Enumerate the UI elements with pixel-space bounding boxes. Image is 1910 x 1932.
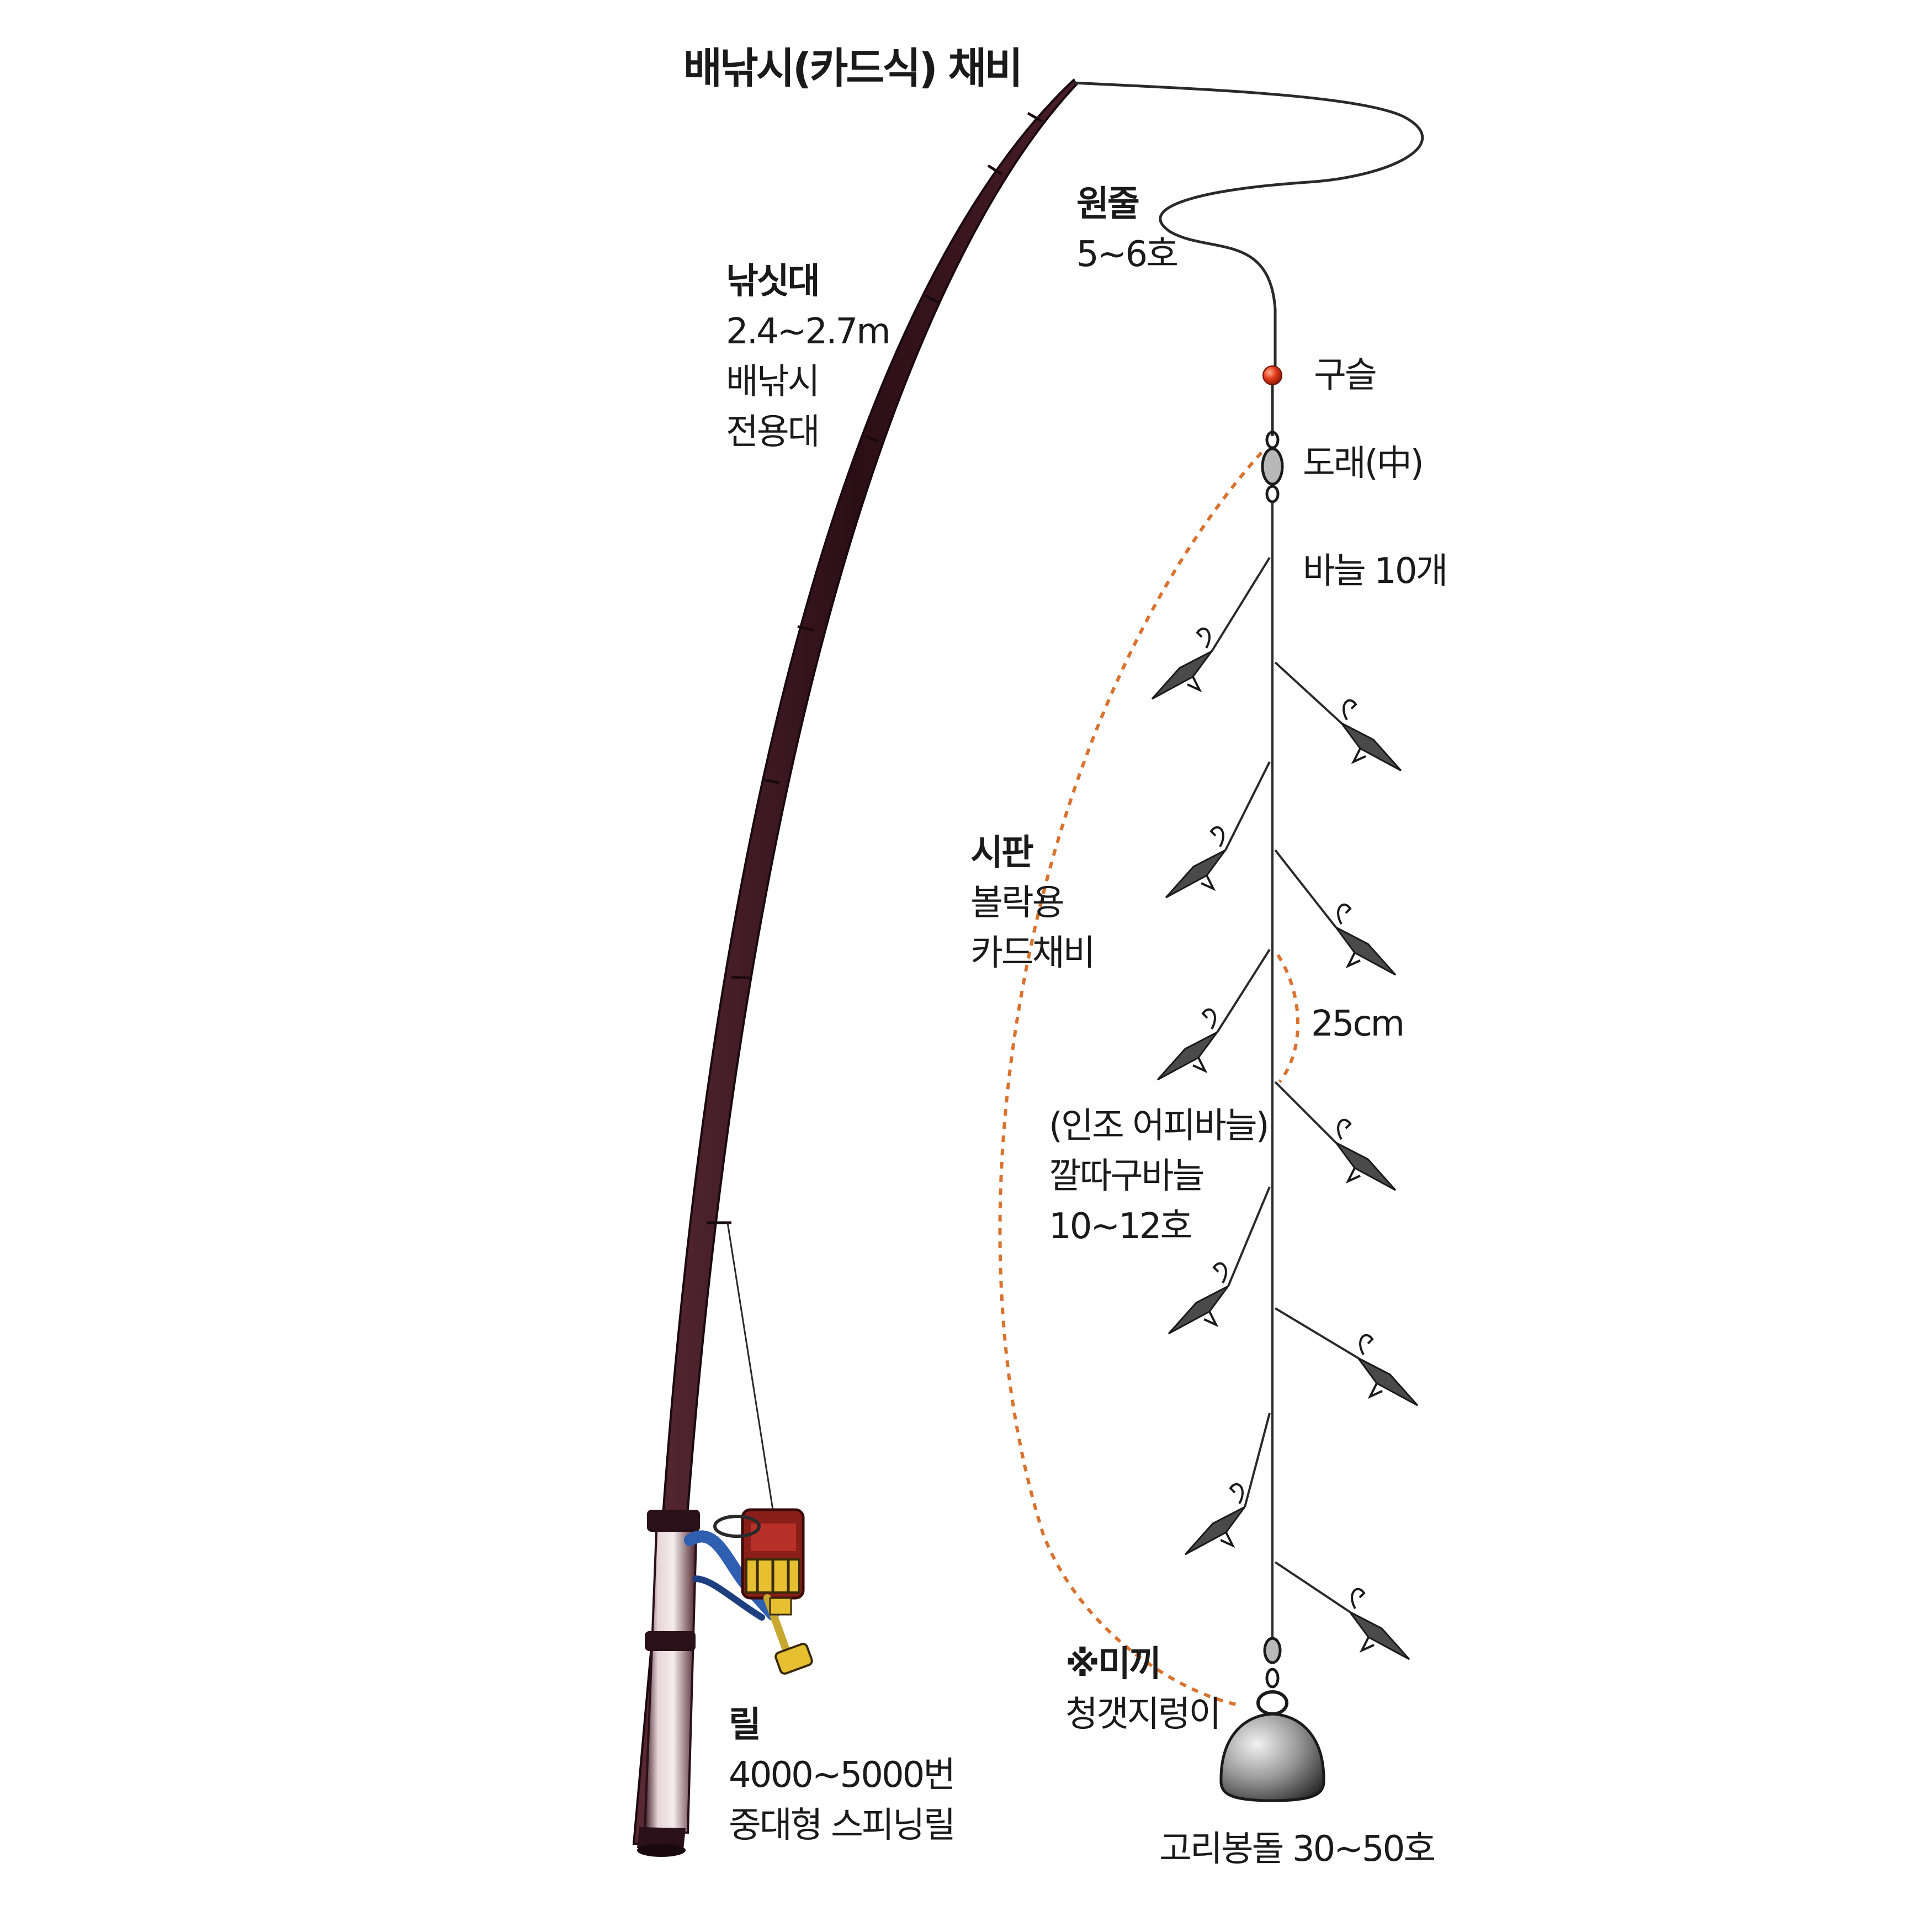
hook-icon — [1349, 1588, 1410, 1660]
bait-heading: ※미끼 — [1065, 1644, 1161, 1685]
hook-icon — [1184, 1483, 1246, 1556]
main-line — [1073, 81, 1424, 367]
reel-size: 4000~5000번 — [729, 1754, 956, 1796]
bait-label: ※미끼 청갯지렁이 — [1065, 1639, 1221, 1740]
main-line-label: 원줄 5~6호 — [1076, 179, 1179, 280]
swivel-icon — [1261, 385, 1284, 503]
sinker-icon — [1219, 1637, 1325, 1802]
reel-label: 릴 4000~5000번 중대형 스피닝릴 — [729, 1700, 956, 1851]
bead-icon — [1262, 365, 1282, 385]
rod-type-detail: 전용대 — [726, 411, 820, 453]
spinning-reel-icon — [684, 1508, 813, 1675]
bait-name: 청갯지렁이 — [1065, 1694, 1221, 1735]
diagram-title: 배낚시(카드식) 채비 — [683, 44, 1023, 93]
rig-label: 시판 볼락용 카드채비 — [970, 828, 1096, 979]
bead-label: 구슬 — [1314, 355, 1377, 396]
hook-icon — [1335, 903, 1397, 976]
rod-heading: 낚싯대 — [726, 261, 820, 302]
rig-length-guide — [998, 451, 1263, 1707]
main-line-heading: 원줄 — [1076, 184, 1140, 225]
rod-type: 배낚시 — [726, 361, 820, 402]
swivel-label: 도래(中) — [1303, 443, 1424, 484]
spacing-guide — [1276, 954, 1300, 1083]
sinker-label: 고리봉돌 30~50호 — [1159, 1829, 1436, 1870]
main-line-size: 5~6호 — [1076, 233, 1179, 275]
reel-type: 중대형 스피닝릴 — [729, 1804, 956, 1846]
hook-type-name: 깔따구바늘 — [1049, 1155, 1205, 1197]
rod-length: 2.4~2.7m — [726, 311, 891, 352]
fishing-rod-icon — [632, 78, 1078, 1857]
hook-icon — [1335, 1118, 1397, 1191]
rig-heading: 시판 — [970, 832, 1034, 873]
reel-heading: 릴 — [729, 1705, 761, 1745]
hook-icon — [1340, 699, 1402, 772]
hook-type-label: (인조 어피바늘) 깔따구바늘 10~12호 — [1049, 1101, 1270, 1252]
hook-icon — [1151, 627, 1213, 700]
hook-icon — [1357, 1334, 1419, 1406]
hook-icon — [1165, 826, 1227, 899]
hook-branches — [1211, 556, 1359, 1613]
hooks-count-label: 바늘 10개 — [1303, 551, 1448, 592]
hook-icon — [1168, 1262, 1229, 1335]
rod-label: 낚싯대 2.4~2.7m 배낚시 전용대 — [726, 257, 891, 458]
rig-target: 볼락용 — [970, 882, 1065, 923]
hook-icon — [1156, 1008, 1218, 1081]
spacing-label: 25cm — [1311, 1004, 1405, 1044]
rig-type: 카드채비 — [970, 932, 1096, 974]
hook-type-size: 10~12호 — [1049, 1206, 1192, 1247]
hook-type-note: (인조 어피바늘) — [1049, 1106, 1270, 1147]
